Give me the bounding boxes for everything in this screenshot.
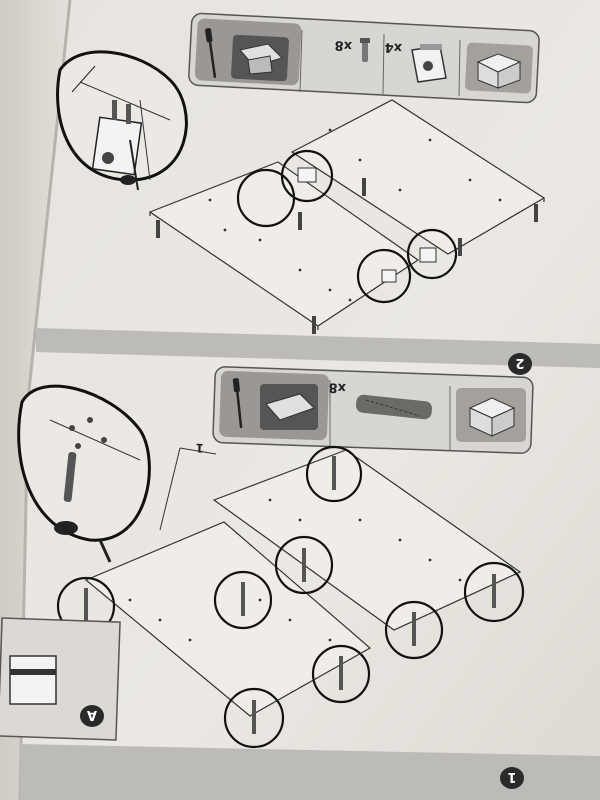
step1-number: 1 [507,769,516,784]
step-separator-band [36,328,600,368]
panel-a-label: A [87,707,97,722]
step2-number: 2 [515,355,524,370]
dowel-icon [355,394,433,420]
step1-detail-magnifier [17,384,151,542]
step1-toolbar: x8 [212,366,534,454]
step1-detail-circles [56,445,525,749]
screwdriver-icon [205,28,217,78]
step2-dowels [156,178,538,334]
step2-qty-dowel: x8 [334,37,352,53]
magnifier-pointer [98,539,112,563]
step2-panel-holes [208,128,502,302]
step2-panels [148,99,546,330]
dowel-icon [360,38,370,62]
step1-panel-holes [128,498,462,642]
bracket-icon [231,34,289,82]
step2-number-badge: 2 [508,353,532,375]
step2-detail-magnifier [56,50,188,191]
step1-qty-dowel: x8 [328,379,346,395]
corner-bracket-icon [411,44,447,83]
step1-callout-number: 1 [195,441,204,455]
bracket-icon [260,384,318,430]
box-icon [465,42,533,94]
step2-qty-bracket: x4 [384,39,402,55]
magnifier-pointer [71,65,96,93]
bottom-band [20,744,600,800]
screwdriver-icon [232,378,243,429]
box-icon [456,388,526,442]
step1-dowels [84,456,496,734]
step1-callout: 1 [159,441,217,531]
step1-panels [84,449,522,717]
step2-brackets [297,167,437,283]
step2-detail-circles [236,149,458,304]
step2-toolbar: x8 x4 [188,12,540,104]
panel-a-inset: A [0,617,121,741]
step1-number-badge: 1 [500,767,524,789]
